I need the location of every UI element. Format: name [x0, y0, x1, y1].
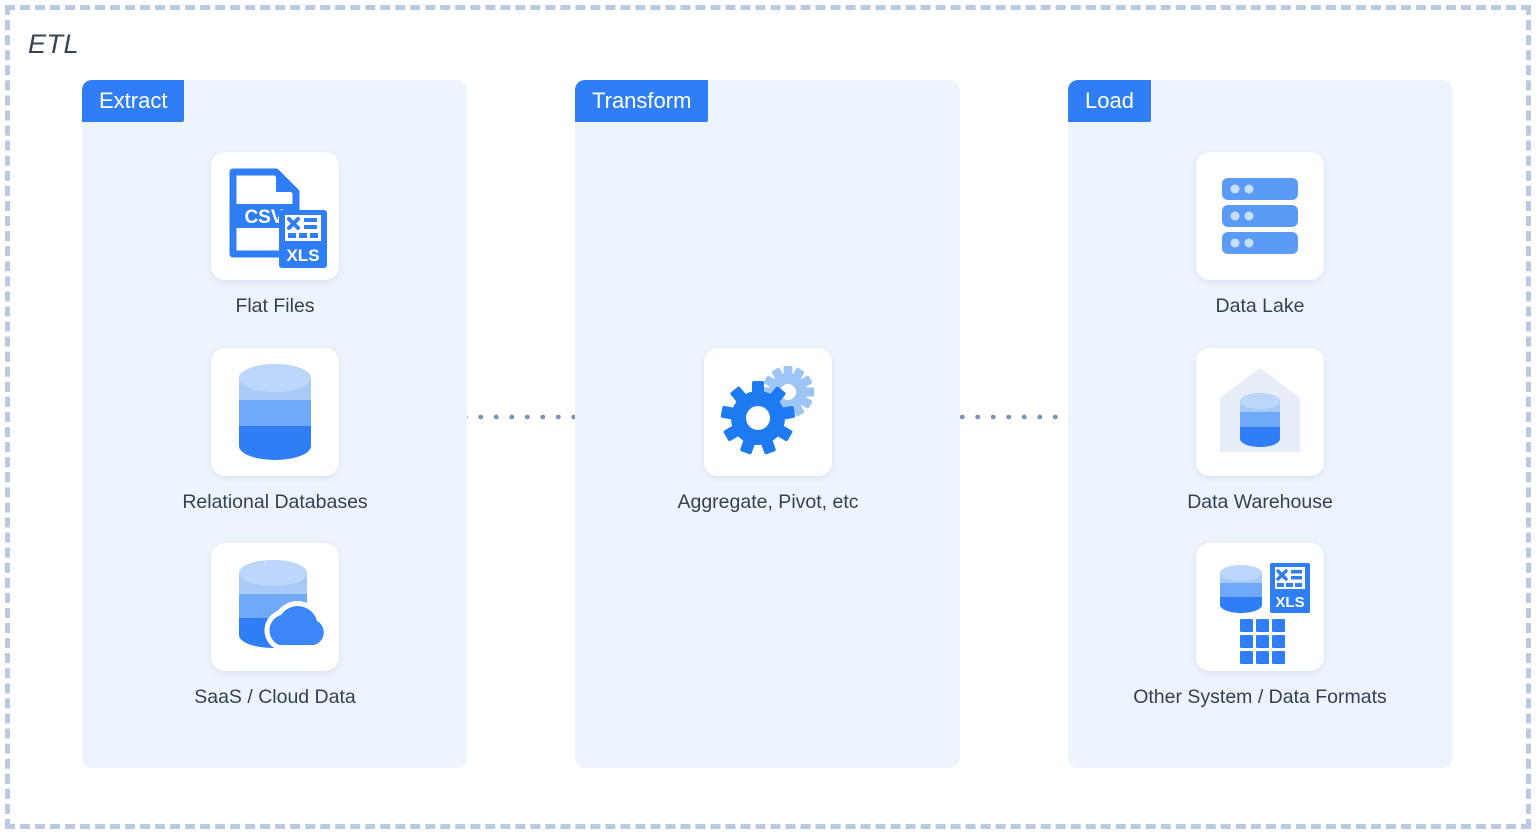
- icon-card-flat-files: CSV XLS: [211, 152, 339, 280]
- stage-header-load: Load: [1068, 80, 1151, 122]
- gears-icon: [720, 366, 814, 455]
- node-label-data-lake: Data Lake: [1215, 295, 1305, 317]
- icon-card-saas-cloud-data: [211, 543, 339, 671]
- node-label-flat-files: Flat Files: [235, 295, 315, 317]
- icon-card-data-lake: [1196, 152, 1324, 280]
- cloud-database-icon: [239, 560, 329, 650]
- node-label-saas-cloud-data: SaaS / Cloud Data: [194, 686, 356, 708]
- page-title: ETL: [28, 29, 80, 59]
- node-saas-cloud-data[interactable]: SaaS / Cloud Data: [145, 543, 405, 710]
- node-label-other-system-data-formats: Other System / Data Formats: [1133, 686, 1387, 708]
- node-data-lake[interactable]: Data Lake: [1130, 152, 1390, 319]
- icon-card-relational-databases: [211, 348, 339, 476]
- icon-card-aggregate-pivot: [704, 348, 832, 476]
- csv-xls-files-icon: CSV XLS: [229, 168, 327, 268]
- node-aggregate-pivot[interactable]: Aggregate, Pivot, etc: [638, 348, 898, 515]
- database-cylinder-icon: [239, 364, 311, 460]
- node-label-aggregate-pivot: Aggregate, Pivot, etc: [677, 491, 859, 513]
- node-label-data-warehouse: Data Warehouse: [1187, 491, 1333, 513]
- node-data-warehouse[interactable]: Data Warehouse: [1130, 348, 1390, 515]
- node-other-system-data-formats[interactable]: XLS Other System / Data Formats: [1130, 543, 1390, 710]
- stage-header-extract: Extract: [82, 80, 185, 122]
- icon-card-data-warehouse: [1196, 348, 1324, 476]
- svg-text:CSV: CSV: [244, 207, 283, 228]
- stage-header-transform: Transform: [575, 80, 709, 122]
- node-relational-databases[interactable]: Relational Databases: [145, 348, 405, 515]
- warehouse-database-icon: [1220, 368, 1300, 452]
- server-stack-icon: [1222, 178, 1298, 254]
- icon-card-other-system-data-formats: XLS: [1196, 543, 1324, 671]
- node-label-relational-databases: Relational Databases: [182, 491, 368, 513]
- svg-text:XLS: XLS: [286, 246, 319, 265]
- database-xls-grid-icon: XLS: [1220, 563, 1310, 664]
- node-flat-files[interactable]: CSV XLS Flat Files: [145, 152, 405, 319]
- svg-text:XLS: XLS: [1275, 594, 1304, 611]
